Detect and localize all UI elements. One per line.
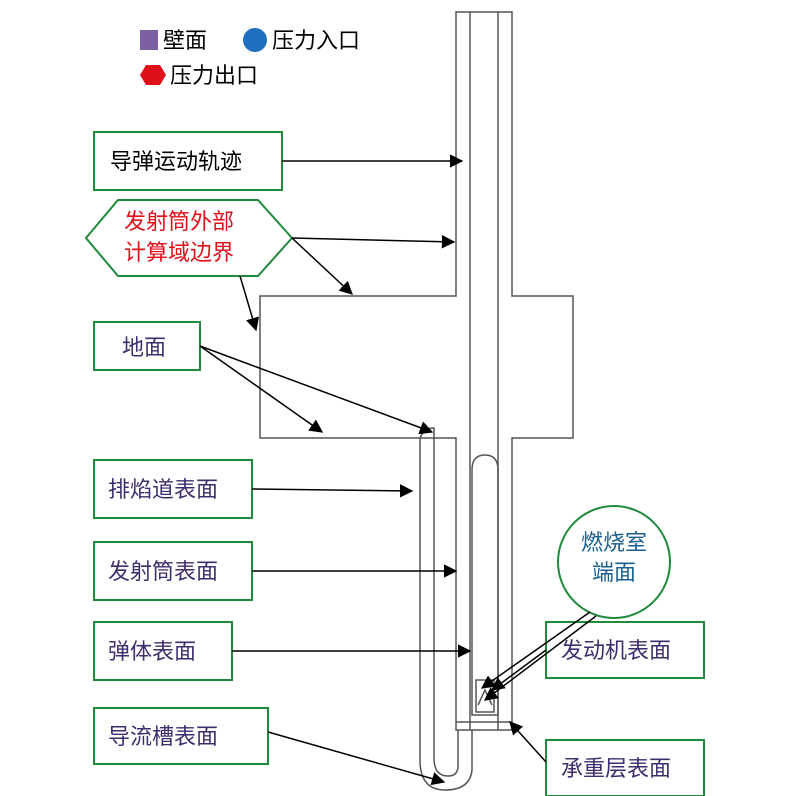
engine-surface-arrow [490, 649, 547, 691]
combustion-chamber-arrow-1 [480, 611, 591, 689]
domain-geometry [259, 11, 574, 791]
engine-surface-label: 发动机表面 [561, 639, 671, 664]
ground-label: 地面 [122, 336, 166, 361]
launch-tube-surface-label: 发射筒表面 [108, 560, 218, 585]
wall-legend-swatch [140, 30, 158, 50]
missile-trajectory-box [93, 131, 283, 191]
ground-arrow-1 [199, 345, 324, 433]
exhaust-duct-surface-label: 排焰道表面 [108, 478, 218, 503]
load-bearing-surface-box [545, 739, 705, 796]
load-bearing-surface-label: 承重层表面 [561, 757, 671, 782]
legend: 壁面 压力入口 压力出口 [140, 28, 360, 89]
exhaust-duct-inner [433, 440, 459, 777]
pressure-outlet-legend-swatch [140, 65, 166, 85]
domain-boundary-label-line1: 发射筒外部 [124, 210, 234, 235]
exhaust-duct-arrow [251, 484, 414, 498]
wall-legend-label: 壁面 [163, 29, 207, 54]
exhaust-duct-outer [419, 438, 473, 791]
combustion-chamber-label-line2: 端面 [592, 561, 636, 586]
missile-trajectory-label: 导弹运动轨迹 [110, 150, 242, 175]
deflector-groove-surface-box [93, 707, 269, 765]
exhaust-duct-surface-box [93, 459, 253, 519]
boundary-arrow-top [291, 234, 456, 249]
pressure-inlet-legend-swatch [243, 28, 267, 52]
deflector-groove-surface-label: 导流槽表面 [108, 725, 218, 750]
outer-domain-boundary [259, 11, 574, 731]
domain-boundary-label-line2: 计算域边界 [124, 241, 234, 266]
leader-arrows [199, 154, 597, 786]
combustion-chamber-circle [557, 505, 671, 619]
missile-body [471, 454, 499, 716]
boundary-arrow-right [291, 237, 353, 295]
missile-body-surface-box [93, 621, 233, 681]
combustion-chamber-label-line1: 燃烧室 [581, 531, 647, 556]
deflector-groove-arrow [267, 731, 446, 786]
label-texts: 导弹运动轨迹 发射筒外部 计算域边界 地面 排焰道表面 发射筒表面 弹体表面 燃… [108, 150, 671, 782]
ground-arrow-2 [199, 345, 434, 435]
load-bearing-arrow [509, 720, 547, 763]
boundary-markers [480, 692, 490, 702]
missile-body-surface-label: 弹体表面 [108, 640, 196, 665]
boundary-arrow-left [239, 275, 260, 332]
launch-tube-surface-box [93, 541, 253, 601]
pressure-outlet-legend-label: 压力出口 [170, 64, 258, 89]
pressure-inlet-legend-label: 压力入口 [272, 29, 360, 54]
